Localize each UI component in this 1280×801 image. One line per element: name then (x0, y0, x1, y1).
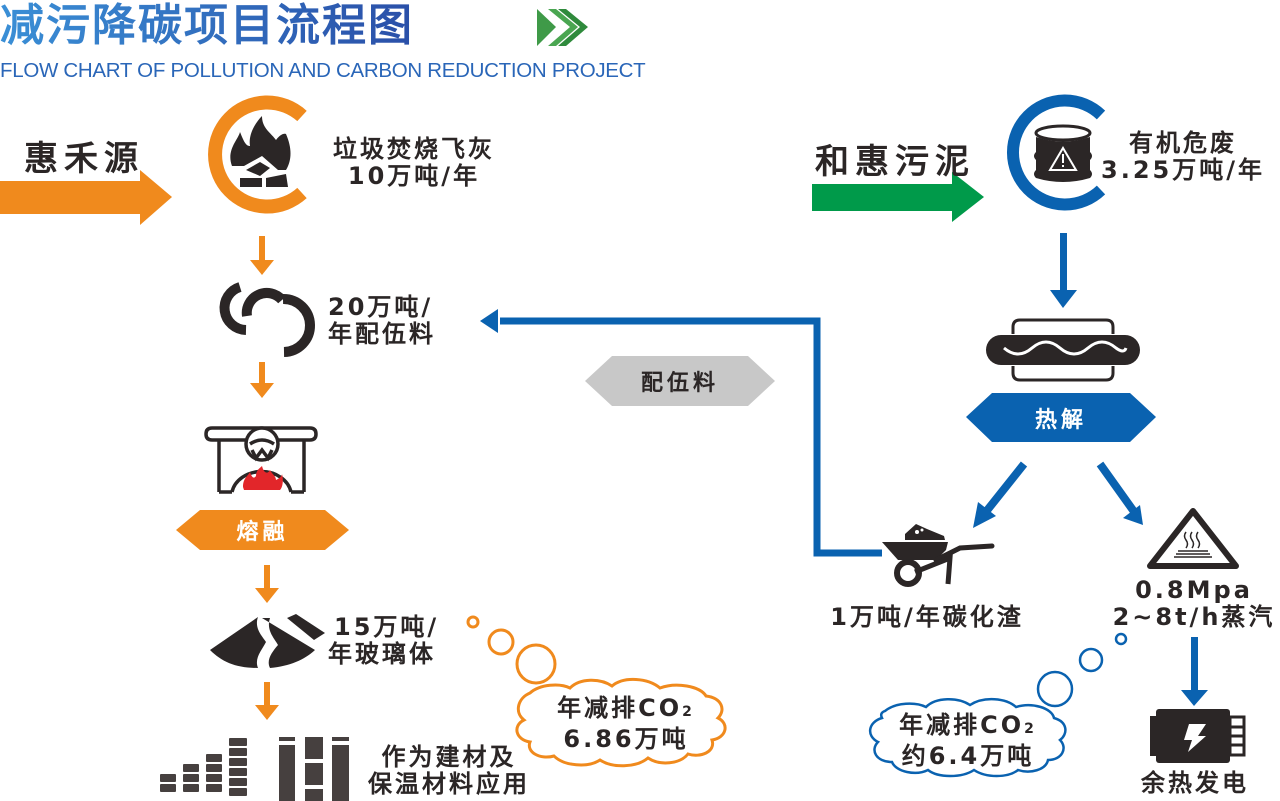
melt-tag: 熔融 (236, 520, 289, 545)
glass-name: 年玻璃体 (328, 640, 436, 668)
source-arrow-left (0, 170, 172, 225)
arrow-down-pyro (1050, 233, 1077, 308)
page-title: 减污降碳项目流程图 (0, 0, 414, 54)
cloud-right-sub: 2 (1024, 721, 1037, 737)
glass-pile-icon (210, 614, 325, 668)
fly-ash-name: 垃圾焚烧飞灰 (333, 135, 495, 163)
feed-tag-shape (585, 356, 775, 406)
hotdog-heater-icon (986, 318, 1140, 382)
cloud-right-line1: 年减排CO2 (878, 712, 1058, 743)
source-arrow-right (812, 172, 984, 222)
use-line2: 保温材料应用 (368, 770, 530, 798)
battery-power-icon (1150, 709, 1246, 763)
use-line1: 作为建材及 (381, 743, 517, 771)
arrow-diag-right (1096, 461, 1143, 525)
arrow-down-power (1181, 637, 1208, 706)
fly-ash-label: 垃圾焚烧飞灰 10万吨/年 (322, 136, 506, 190)
pyrolysis-tag-shape (966, 393, 1156, 442)
cloud-right-prefix: 年减排CO (899, 711, 1025, 739)
arrow-down-2 (250, 362, 274, 398)
return-arrow-blue (480, 309, 882, 557)
power-label: 余热发电 (1141, 769, 1249, 797)
cloud-left-line2: 6.86万吨 (563, 725, 689, 753)
mix-name: 年配伍料 (328, 320, 436, 348)
arrow-diag-left (973, 461, 1028, 528)
hot-surface-warning-icon (1147, 508, 1239, 569)
cloud-left-sub: 2 (682, 704, 695, 720)
cloud-right-line2: 约6.4万吨 (901, 742, 1035, 770)
cloud-left-prefix: 年减排CO (557, 694, 683, 722)
furnace-icon (204, 426, 318, 494)
melt-tag-shape (176, 510, 349, 550)
steam-pressure: 0.8Mpa (1135, 576, 1253, 604)
hazard-waste-amount: 3.25万吨/年 (1101, 156, 1265, 184)
arrow-down-3 (255, 565, 279, 603)
glass-label: 15万吨/ 年玻璃体 (328, 614, 439, 668)
link-swirl-icon (219, 282, 315, 357)
page-subtitle: FLOW CHART OF POLLUTION AND CARBON REDUC… (0, 59, 646, 82)
hazard-barrel-icon (1007, 94, 1106, 211)
pyrolysis-tag: 热解 (1034, 407, 1087, 433)
steam-label: 0.8Mpa 2~8t/h蒸汽 (1106, 577, 1280, 631)
cloud-left-line1: 年减排CO2 (536, 695, 716, 726)
cloud-left-text: 年减排CO2 6.86万吨 (536, 695, 716, 753)
hazard-waste-label: 有机危废 3.25万吨/年 (1098, 130, 1268, 184)
source-label-hehui-sludge: 和惠污泥 (815, 142, 975, 182)
glass-amount: 15万吨/ (334, 613, 440, 641)
source-label-huiheyuan: 惠禾源 (24, 139, 144, 179)
steam-rate: 2~8t/h蒸汽 (1112, 603, 1276, 631)
mix-label: 20万吨/ 年配伍料 (328, 294, 436, 348)
cloud-right-text: 年减排CO2 约6.4万吨 (878, 712, 1058, 770)
use-label: 作为建材及 保温材料应用 (356, 744, 542, 798)
mix-amount: 20万吨/ (328, 293, 434, 321)
arrow-down-1 (250, 236, 274, 275)
thought-cloud-left (466, 615, 727, 768)
carbon-slag-label: 1万吨/年碳化渣 (830, 603, 1024, 631)
arrow-down-4 (255, 682, 279, 720)
feed-tag: 配伍料 (640, 371, 719, 396)
fire-coal-icon (208, 95, 307, 214)
building-blocks-icon (160, 737, 349, 801)
hazard-waste-name: 有机危废 (1129, 129, 1237, 157)
thought-cloud-right (869, 632, 1128, 778)
fly-ash-amount: 10万吨/年 (347, 162, 481, 190)
wheelbarrow-icon (882, 524, 995, 587)
